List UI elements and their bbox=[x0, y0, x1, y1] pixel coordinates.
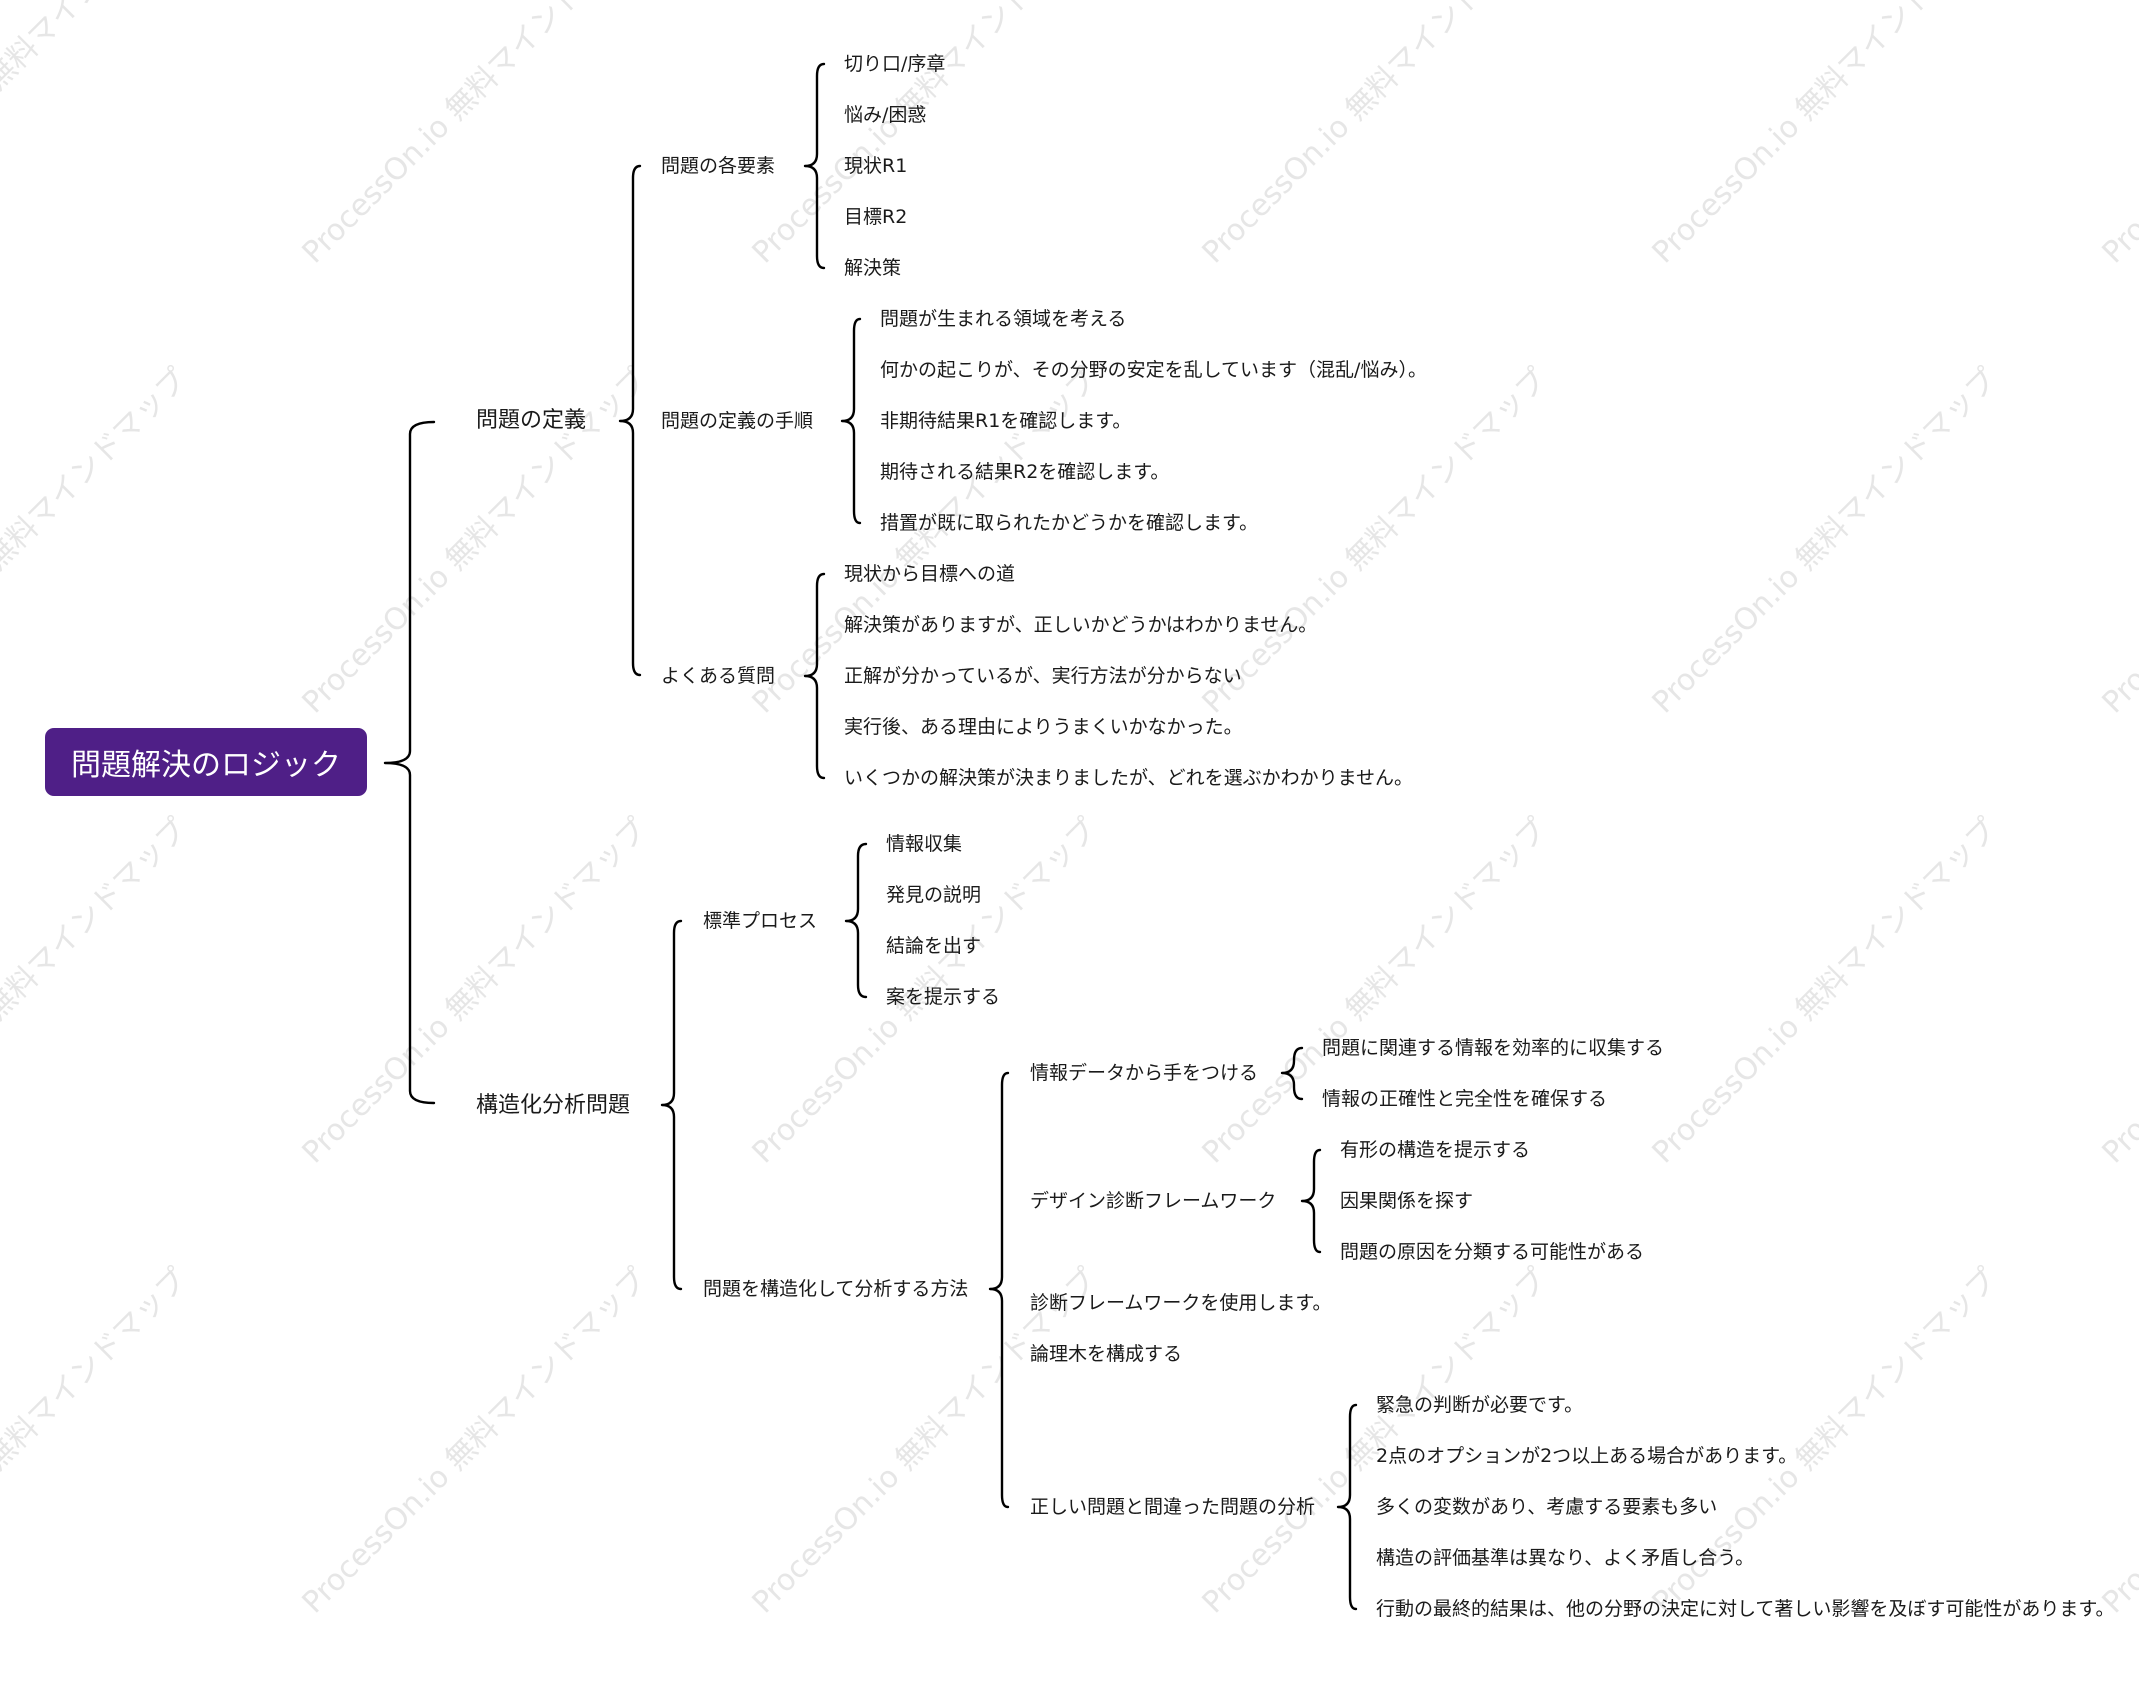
topic-data-start[interactable]: 情報データから手をつける bbox=[1030, 1062, 1259, 1084]
structured-analysis-brace-path bbox=[660, 919, 683, 1291]
watermark: ProcessOn.io 無料マインドマップ bbox=[295, 1261, 655, 1621]
leaf-faq[interactable]: 現状から目標への道 bbox=[844, 563, 1016, 585]
leaf-procedure[interactable]: 問題が生まれる領域を考える bbox=[880, 308, 1127, 330]
procedure-brace-path bbox=[840, 317, 862, 525]
root-brace-path bbox=[383, 420, 436, 1105]
leaf-data-start[interactable]: 問題に関連する情報を効率的に収集する bbox=[1322, 1037, 1665, 1059]
watermark: ProcessOn.io 無料マインドマップ bbox=[2095, 812, 2139, 1171]
leaf-design-framework[interactable]: 因果関係を探す bbox=[1340, 1190, 1474, 1212]
standard-process-brace bbox=[844, 842, 868, 999]
right-wrong-brace-path bbox=[1336, 1403, 1358, 1611]
watermark: ProcessOn.io 無料マインドマップ bbox=[0, 811, 195, 1171]
watermark: ProcessOn.io 無料マインドマップ bbox=[295, 0, 655, 271]
leaf-procedure[interactable]: 非期待結果R1を確認します。 bbox=[880, 410, 1132, 432]
topic-structured-analysis[interactable]: 構造化分析問題 bbox=[476, 1093, 631, 1118]
leaf-faq[interactable]: 正解が分かっているが、実行方法が分からない bbox=[844, 665, 1242, 687]
standard-process-brace-path bbox=[844, 842, 868, 999]
leaf-data-start[interactable]: 情報の正確性と完全性を確保する bbox=[1322, 1088, 1608, 1110]
root-brace bbox=[383, 420, 436, 1105]
watermark: ProcessOn.io 無料マインドマップ bbox=[1195, 361, 1555, 721]
leaf-procedure[interactable]: 何かの起こりが、その分野の安定を乱しています（混乱/悩み）。 bbox=[880, 359, 1427, 381]
topic-logic-tree[interactable]: 論理木を構成する bbox=[1030, 1343, 1183, 1365]
topic-problem-definition[interactable]: 問題の定義 bbox=[476, 408, 587, 433]
faq-brace-path bbox=[803, 572, 826, 780]
watermark: ProcessOn.io 無料マインドマップ bbox=[1195, 811, 1555, 1171]
leaf-procedure[interactable]: 期待される結果R2を確認します。 bbox=[880, 461, 1170, 483]
elements-brace-path bbox=[803, 62, 826, 270]
leaf-standard-process[interactable]: 案を提示する bbox=[886, 986, 1001, 1008]
watermark: ProcessOn.io 無料マインドマップ bbox=[0, 0, 195, 241]
watermark: ProcessOn.io 無料マインドマップ bbox=[0, 361, 195, 721]
topic-design-framework[interactable]: デザイン診断フレームワーク bbox=[1030, 1190, 1277, 1212]
leaf-right-wrong[interactable]: 緊急の判断が必要です。 bbox=[1376, 1394, 1584, 1416]
right-wrong-brace bbox=[1336, 1403, 1358, 1611]
method-brace bbox=[988, 1071, 1010, 1509]
structured-analysis-brace bbox=[660, 919, 683, 1291]
watermark: ProcessOn.io 無料マインドマップ bbox=[295, 361, 655, 721]
leaf-faq[interactable]: いくつかの解決策が決まりましたが、どれを選ぶかわかりません。 bbox=[844, 767, 1414, 789]
topic-analysis-method[interactable]: 問題を構造化して分析する方法 bbox=[703, 1278, 969, 1300]
topic-faq[interactable]: よくある質問 bbox=[661, 665, 776, 687]
leaf-standard-process[interactable]: 結論を出す bbox=[886, 935, 982, 957]
leaf-element[interactable]: 目標R2 bbox=[844, 206, 908, 228]
design-framework-brace bbox=[1300, 1148, 1322, 1254]
design-framework-brace-path bbox=[1300, 1148, 1322, 1254]
procedure-brace bbox=[840, 317, 862, 525]
leaf-standard-process[interactable]: 情報収集 bbox=[886, 833, 963, 855]
data-start-brace bbox=[1280, 1046, 1304, 1101]
topic-right-wrong[interactable]: 正しい問題と間違った問題の分析 bbox=[1030, 1496, 1316, 1518]
leaf-element[interactable]: 切り口/序章 bbox=[844, 53, 946, 75]
watermark: ProcessOn.io 無料マインドマップ bbox=[1645, 811, 2005, 1171]
root-topic[interactable]: 問題解決のロジック bbox=[45, 728, 367, 796]
problem-definition-brace-path bbox=[618, 164, 642, 677]
topic-use-framework[interactable]: 診断フレームワークを使用します。 bbox=[1030, 1292, 1332, 1314]
watermark: ProcessOn.io 無料マインドマップ bbox=[2095, 362, 2139, 721]
leaf-design-framework[interactable]: 有形の構造を提示する bbox=[1340, 1139, 1531, 1161]
leaf-faq[interactable]: 実行後、ある理由によりうまくいかなかった。 bbox=[844, 716, 1243, 738]
leaf-element[interactable]: 現状R1 bbox=[844, 155, 908, 177]
watermark: ProcessOn.io 無料マインドマップ bbox=[1195, 0, 1555, 271]
topic-standard-process[interactable]: 標準プロセス bbox=[703, 910, 818, 932]
leaf-standard-process[interactable]: 発見の説明 bbox=[886, 884, 982, 906]
leaf-design-framework[interactable]: 問題の原因を分類する可能性がある bbox=[1340, 1241, 1645, 1263]
leaf-right-wrong[interactable]: 多くの変数があり、考慮する要素も多い bbox=[1376, 1496, 1718, 1518]
watermark: ProcessOn.io 無料マインドマップ bbox=[1645, 361, 2005, 721]
leaf-element[interactable]: 悩み/困惑 bbox=[844, 104, 927, 126]
method-brace-path bbox=[988, 1071, 1010, 1509]
faq-brace bbox=[803, 572, 826, 780]
watermark: ProcessOn.io 無料マインドマップ bbox=[1645, 0, 2005, 271]
topic-definition-procedure[interactable]: 問題の定義の手順 bbox=[661, 410, 814, 432]
elements-brace bbox=[803, 62, 826, 270]
leaf-right-wrong[interactable]: 行動の最終的結果は、他の分野の決定に対して著しい影響を及ぼす可能性があります。 bbox=[1376, 1598, 2115, 1620]
leaf-element[interactable]: 解決策 bbox=[844, 257, 902, 279]
leaf-procedure[interactable]: 措置が既に取られたかどうかを確認します。 bbox=[880, 512, 1259, 534]
watermark: ProcessOn.io 無料マインドマップ bbox=[2095, 0, 2139, 271]
leaf-faq[interactable]: 解決策がありますが、正しいかどうかはわかりません。 bbox=[844, 614, 1318, 636]
data-start-brace-path bbox=[1280, 1046, 1304, 1101]
leaf-right-wrong[interactable]: 2点のオプションが2つ以上ある場合があります。 bbox=[1376, 1445, 1798, 1467]
watermark: ProcessOn.io 無料マインドマップ bbox=[2095, 1262, 2139, 1621]
watermark: ProcessOn.io 無料マインドマップ bbox=[0, 1261, 195, 1621]
watermark: ProcessOn.io 無料マインドマップ bbox=[745, 0, 1105, 271]
leaf-right-wrong[interactable]: 構造の評価基準は異なり、よく矛盾し合う。 bbox=[1376, 1547, 1755, 1569]
problem-definition-brace bbox=[618, 164, 642, 677]
topic-problem-elements[interactable]: 問題の各要素 bbox=[661, 155, 776, 177]
